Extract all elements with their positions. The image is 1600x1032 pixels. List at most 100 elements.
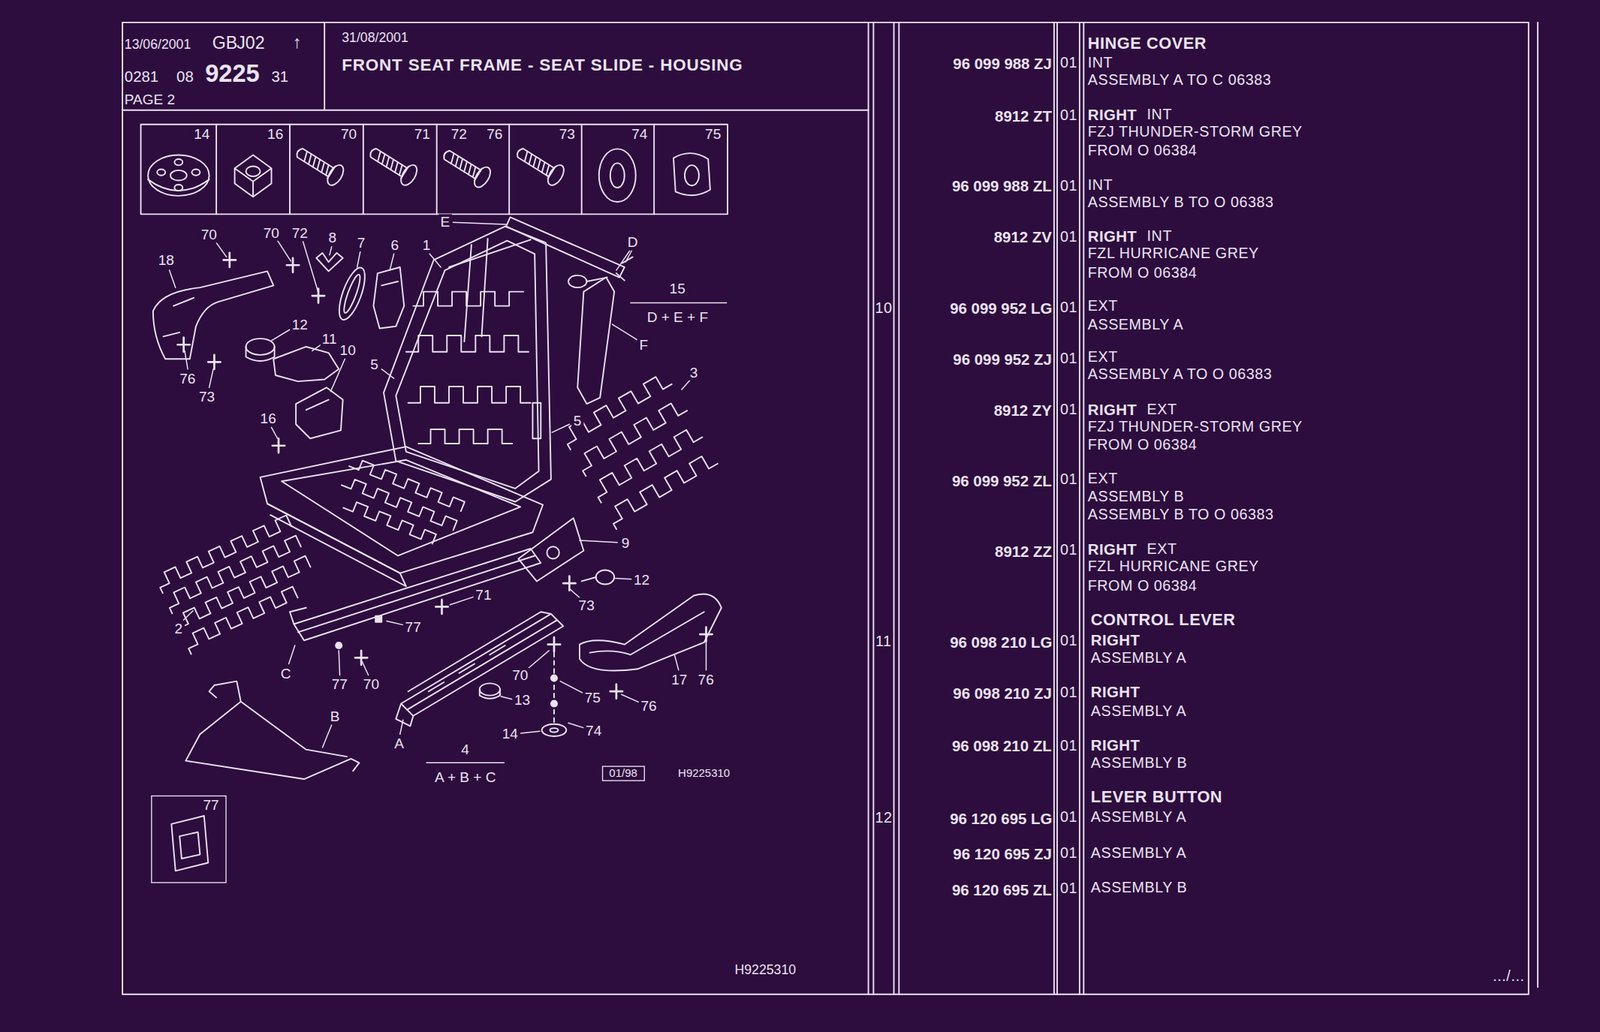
table-cell: 01 [1060,54,1078,72]
seat-slides [185,548,567,780]
table-cell: 01 [1060,542,1078,560]
header-text: 13/06/2001 [124,37,191,52]
table-cell: 12 [874,810,892,828]
callout-number: 9 [619,535,632,552]
callout-number: 5 [571,412,584,429]
callout-number: 76 [485,126,506,142]
callout-number: 76 [177,370,198,387]
callout-number: 70 [198,226,220,243]
table-cell: FZJ THUNDER-STORM GREY [1087,124,1303,142]
callout-number: 10 [337,342,359,359]
parts-icon-cell: 72 76 [436,124,510,215]
callout-number: 75 [582,690,603,706]
table-cell: 01 [1060,472,1078,489]
table-cell: CONTROL LEVER [1090,611,1236,630]
seat-cushion-frame [260,446,543,587]
callout-number: 2 [172,620,185,637]
header-cell: 13/06/2001GBJ02↑028108922531PAGE 2 [122,22,325,111]
callout-number: 1 [420,237,433,254]
callout-number: C [278,665,293,682]
table-cell: ASSEMBLY B [1090,756,1188,773]
table-cell: 01 [1060,299,1078,317]
drawing-reference: H9225310 [735,963,797,978]
table-cell: FROM O 06384 [1087,265,1198,282]
header-text: GB [212,34,238,54]
callout-number: 72 [289,225,311,242]
table-cell: 01 [1060,810,1078,827]
callout-number: 17 [669,671,691,688]
callout-number: 74 [629,126,651,142]
callout-number: 70 [338,126,359,142]
date-code-box: 01/98 [602,765,645,781]
screw-marks [177,253,712,700]
table-cell: 96 098 210 ZL [952,738,1052,755]
table-cell: FZL HURRICANE GREY [1087,559,1260,576]
covers-and-levers [153,216,722,871]
callout-number: 5 [368,356,381,373]
callout-number: 16 [265,126,286,142]
title-cell: 31/08/2001FRONT SEAT FRAME - SEAT SLIDE … [324,22,868,111]
table-cell: RIGHT [1087,541,1137,558]
callout-number: 8 [326,229,339,246]
table-cell: ASSEMBLY A [1087,317,1184,335]
parts-icon-cell: 74 [581,124,654,215]
header-text: ↑ [292,33,302,52]
table-cell: 01 [1060,738,1078,756]
seat-springs [154,371,721,654]
callout-number: 73 [557,126,578,142]
callout-number: 77 [201,797,222,814]
callout-number: 6 [388,237,401,254]
fixing-icons-strip [141,124,728,215]
table-cell: INT [1147,228,1173,245]
table-cell: EXT [1147,401,1178,419]
callout-number: A + B + C [432,769,498,786]
callout-number: 3 [687,364,700,381]
table-cell: 8912 ZY [994,402,1052,419]
table-cell: EXT [1087,471,1118,489]
table-cell: .../... [1492,969,1525,986]
table-cell: ASSEMBLY B TO O 06383 [1087,506,1275,524]
table-cell: 01 [1060,108,1078,125]
table-cell: ASSEMBLY A [1090,845,1187,862]
callout-number: 76 [638,698,660,715]
callout-number: 77 [403,619,424,636]
header-text: 08 [176,67,194,85]
table-cell: 96 099 952 LG [949,300,1052,317]
table-cell: 01 [1060,845,1078,862]
callout-number: 72 [448,126,470,142]
table-cell: 01 [1060,633,1078,651]
table-cell: 96 098 210 ZJ [952,684,1052,702]
table-cell: ASSEMBLY B TO O 06383 [1087,195,1275,212]
callout-number: B [328,708,342,725]
page-frame [122,22,1538,995]
table-cell: 11 [875,634,892,651]
table-cell: FROM O 06384 [1087,578,1198,595]
table-cell: 96 120 695 ZJ [952,846,1052,863]
header-text: PAGE 2 [124,91,175,108]
callout-number: A [392,735,407,752]
callout-number: 73 [196,388,217,405]
callout-number: 73 [576,597,597,614]
table-cell: EXT [1147,541,1178,558]
table-cell: 8912 ZZ [994,543,1052,561]
table-cell: 01 [1060,229,1078,247]
table-cell: 01 [1060,350,1078,368]
table-cell: ASSEMBLY B [1090,880,1188,898]
table-cell: 01 [1060,401,1078,419]
table-cell: EXT [1087,298,1118,316]
table-cell: HINGE COVER [1087,34,1207,53]
callout-number: D [625,234,640,251]
table-cell: ASSEMBLY A TO C 06383 [1087,72,1272,89]
table-cell: 96 099 952 ZJ [952,351,1052,368]
callout-number: 16 [258,410,279,427]
table-cell: INT [1087,177,1113,194]
table-cell: RIGHT [1087,228,1137,245]
callout-number: 71 [412,126,433,142]
callout-number: 70 [261,225,282,242]
table-cell: ASSEMBLY B [1087,489,1185,507]
table-cell: ASSEMBLY A [1090,810,1187,827]
header-text: FRONT SEAT FRAME - SEAT SLIDE - HOUSING [341,54,743,74]
table-cell: 96 120 695 ZL [952,882,1052,899]
table-cell: LEVER BUTTON [1090,788,1223,807]
